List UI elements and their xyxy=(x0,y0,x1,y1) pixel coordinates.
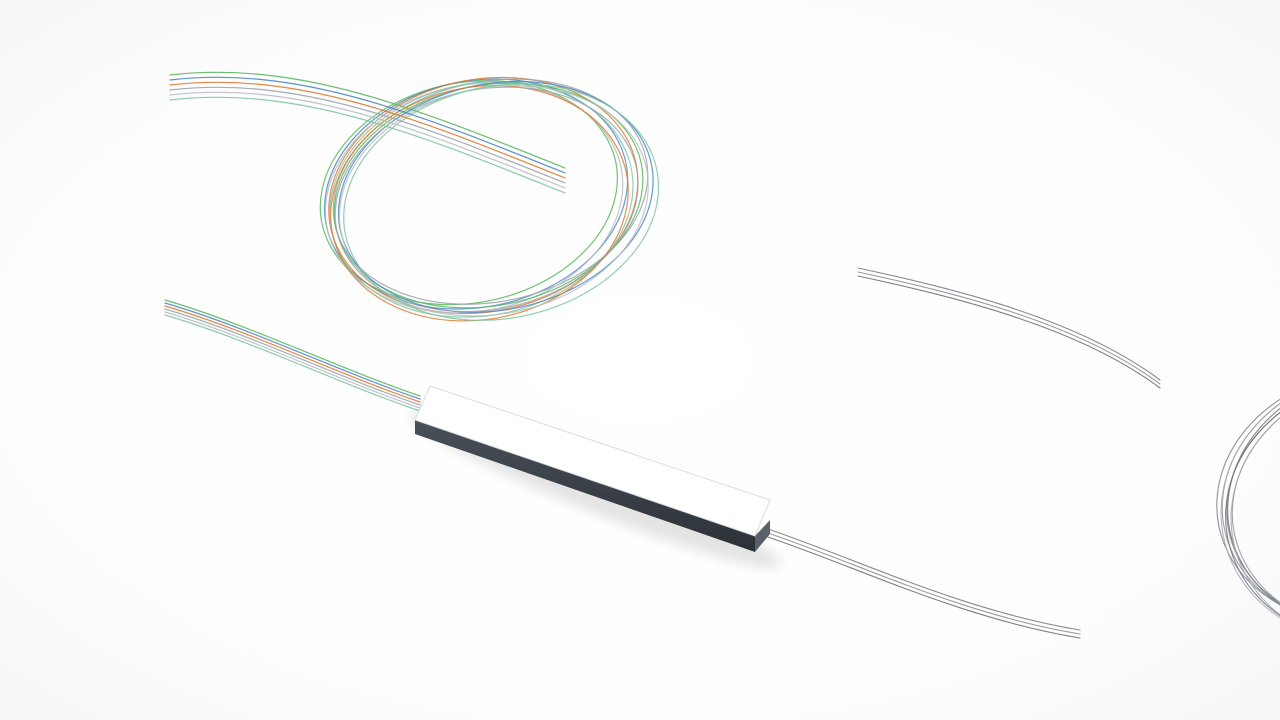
output-fiber-loop xyxy=(1230,417,1280,616)
output-fiber-coil xyxy=(764,267,1280,639)
input-fiber-tail-upper xyxy=(169,76,566,174)
output-fiber-loop xyxy=(1225,412,1280,617)
output-fiber-loop xyxy=(1227,407,1280,606)
input-fiber-tail-lower xyxy=(164,314,421,412)
module-side-face xyxy=(415,420,755,552)
input-fiber-tail-lower xyxy=(164,311,421,409)
input-fiber-tail-upper xyxy=(169,81,566,179)
output-fiber-loop xyxy=(1221,403,1280,606)
input-fiber-coil xyxy=(164,71,660,412)
input-fiber-loop xyxy=(338,85,649,317)
output-fiber-loop xyxy=(1231,417,1280,603)
output-fiber-tail-lower xyxy=(764,527,1081,631)
input-fiber-tail-upper xyxy=(169,96,566,194)
input-fiber-loop xyxy=(329,80,634,318)
splitter-module xyxy=(409,385,781,568)
module-top-face xyxy=(414,385,771,537)
output-fiber-tail-lower xyxy=(764,535,1081,639)
output-fiber-loop xyxy=(1216,398,1280,606)
input-fiber-loop xyxy=(319,80,618,306)
output-fiber-tail-lower xyxy=(764,531,1081,635)
input-fiber-loop xyxy=(337,80,654,313)
input-fiber-tail-lower xyxy=(164,305,421,403)
input-fiber-loop xyxy=(330,85,629,322)
output-fiber-tail-upper xyxy=(857,275,1161,389)
input-fiber-tail-lower xyxy=(164,302,421,400)
input-fiber-tail-lower xyxy=(164,308,421,406)
input-fiber-tail-upper xyxy=(169,91,566,189)
input-fiber-loop xyxy=(343,83,660,321)
input-fiber-loop xyxy=(332,78,649,305)
output-fiber-tail-upper xyxy=(857,267,1161,381)
output-fiber-loop xyxy=(1226,412,1280,604)
input-fiber-tail-lower xyxy=(164,299,421,397)
output-fiber-loop xyxy=(1220,403,1280,619)
output-fiber-tail-upper xyxy=(857,271,1161,385)
module-end-face xyxy=(755,520,770,552)
input-fiber-loop xyxy=(333,82,644,309)
input-fiber-tail-upper xyxy=(169,86,566,184)
input-fiber-loop xyxy=(328,76,639,315)
input-fiber-tail-upper xyxy=(169,71,566,169)
